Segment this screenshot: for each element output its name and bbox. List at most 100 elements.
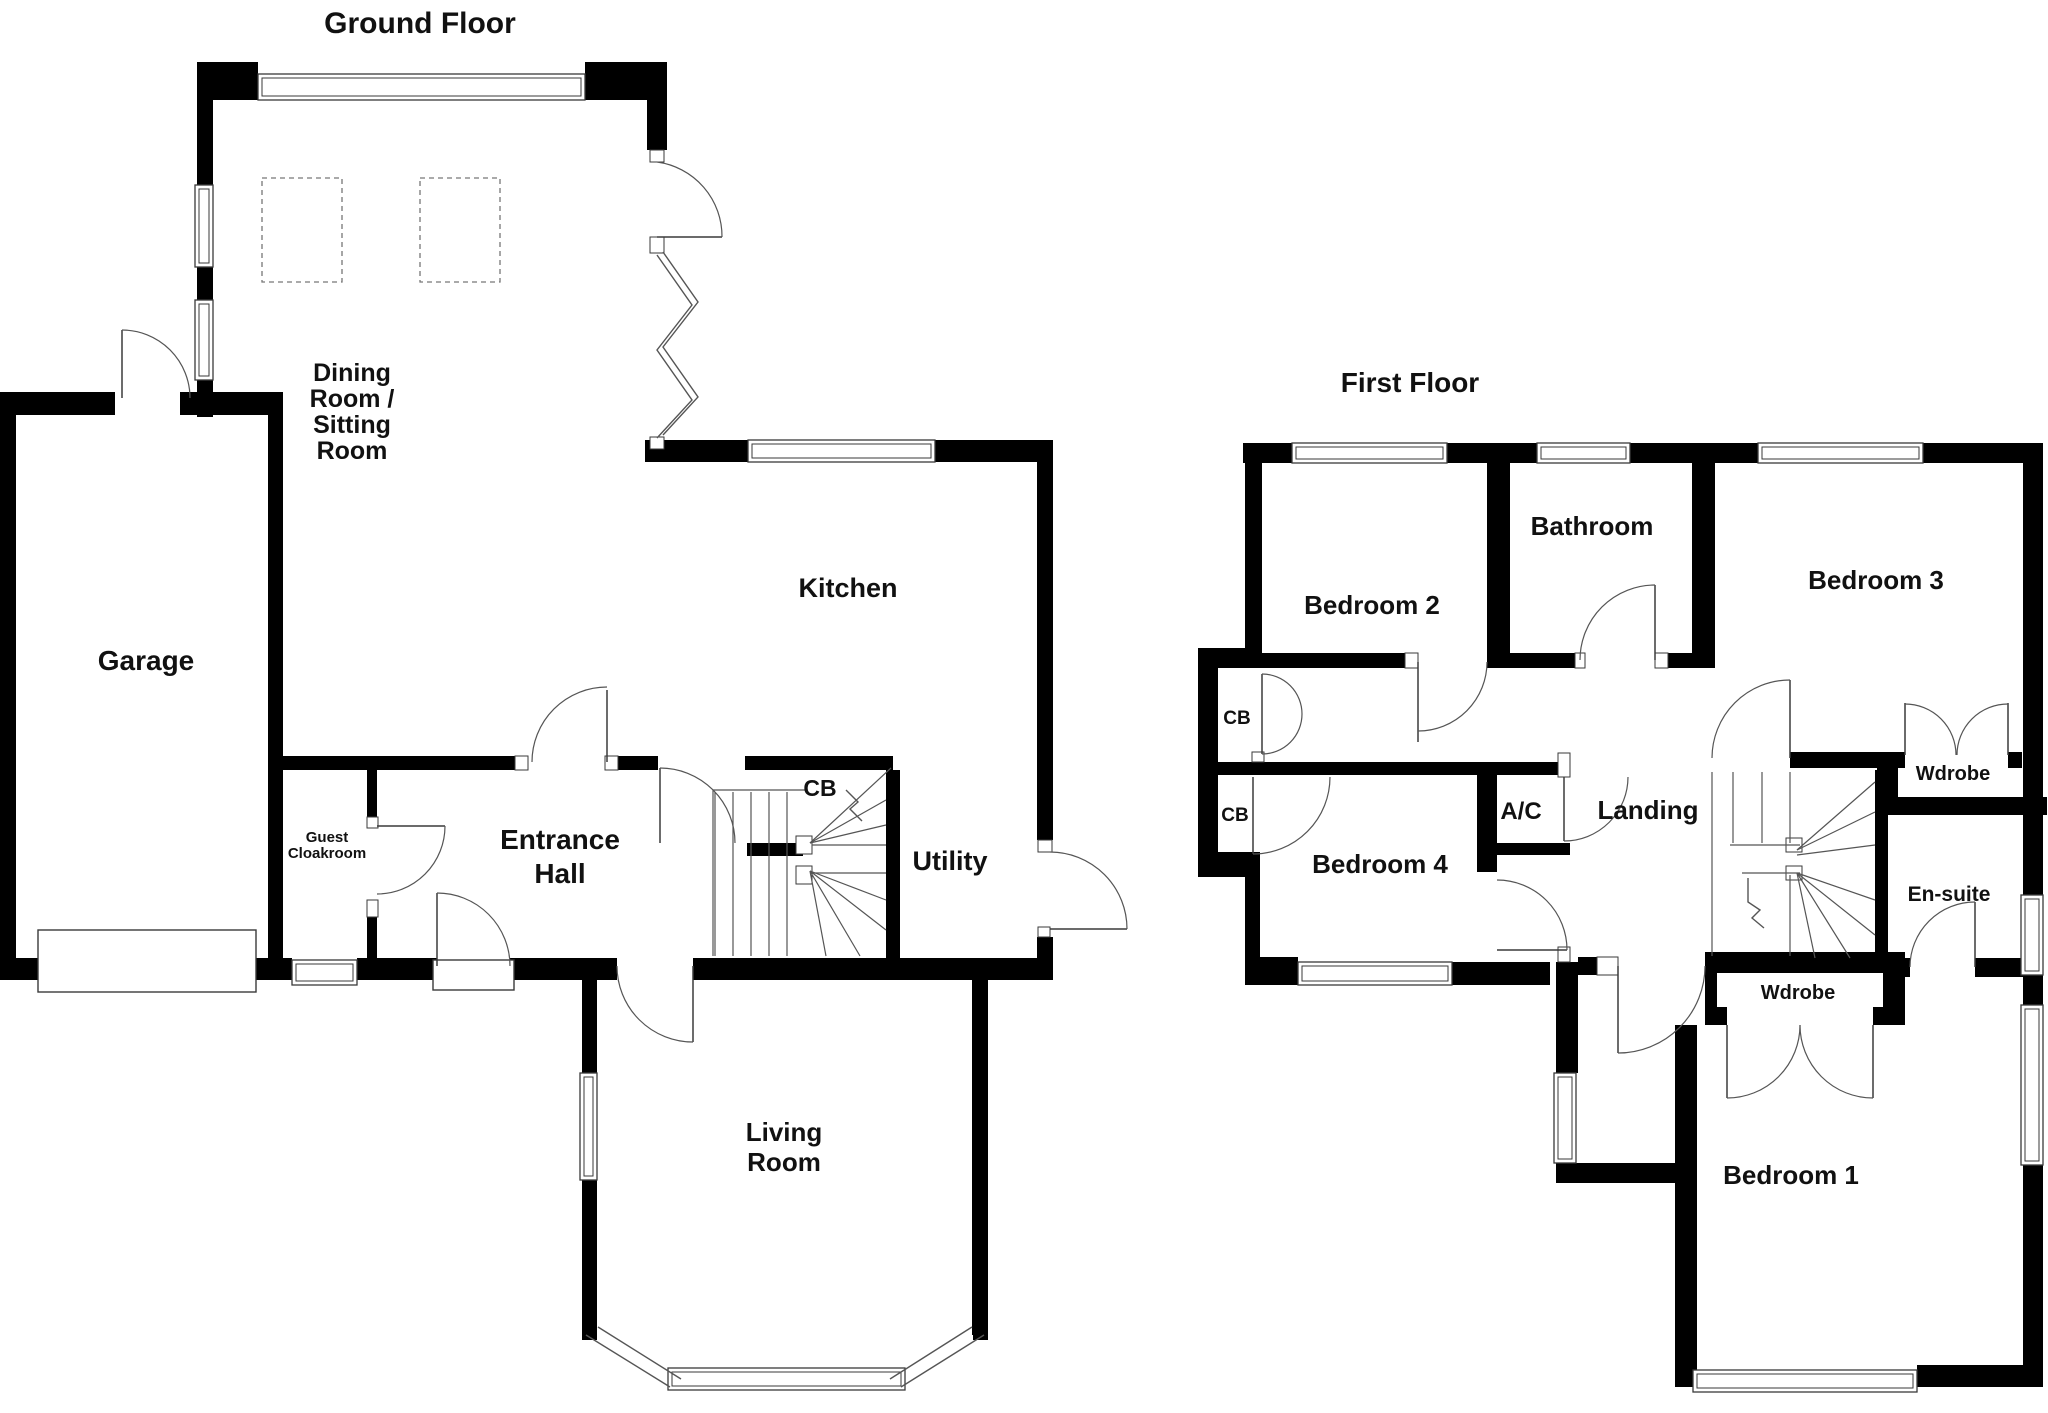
wall-segment [1578, 957, 1597, 975]
door-swing-arc [1049, 851, 1128, 930]
door-hinge-block [514, 755, 529, 771]
ground-floor-title: Ground Floor [324, 7, 516, 40]
wardrobe-1-label: Wdrobe [1916, 763, 1990, 785]
landing-label: Landing [1597, 795, 1698, 825]
stair-tread-line [1796, 811, 1876, 851]
wall-segment [1198, 648, 1262, 668]
window [1692, 1369, 1918, 1393]
bedroom-3-label: Bedroom 3 [1808, 565, 1944, 595]
door-hinge-block [1037, 839, 1053, 853]
door-swing-arc [1726, 1024, 1801, 1099]
window-glazing [2024, 898, 2040, 972]
door-hinge-block [1654, 652, 1669, 669]
wall-segment [1037, 462, 1053, 840]
wall-segment [1873, 1007, 1905, 1025]
door-hinge-block [366, 899, 379, 918]
windows-doors-layer [37, 73, 2044, 1393]
wall-segment [1498, 653, 1575, 668]
window-glazing [1696, 1373, 1914, 1389]
door-swing-arc [1909, 901, 1976, 968]
plan-detail-line [1747, 878, 1765, 929]
stair-tread-line [809, 870, 887, 931]
wall-segment [2023, 1165, 2043, 1387]
wall-segment [1877, 752, 1898, 797]
wall-segment [1452, 962, 1550, 985]
kitchen-label: Kitchen [798, 573, 897, 603]
wall-segment [645, 440, 748, 462]
window-glazing [295, 963, 354, 982]
window-glazing [1301, 965, 1449, 982]
plan-detail-line [597, 1326, 682, 1380]
bathroom-label: Bathroom [1531, 511, 1654, 541]
wall-segment [1888, 958, 1910, 977]
wall-segment [1556, 962, 1578, 1073]
wall-segment [693, 958, 893, 980]
wall-segment [367, 917, 377, 958]
window-glazing [751, 443, 932, 459]
door-hinge-block [604, 755, 619, 771]
wall-segment [972, 958, 988, 1335]
window [747, 439, 936, 463]
stairs-layer [261, 177, 1876, 1388]
door-swing-arc [1417, 661, 1488, 732]
wall-segment [886, 958, 1053, 980]
wall-segment [1875, 770, 1888, 965]
bedroom-4-label: Bedroom 4 [1312, 849, 1448, 879]
wall-segment [1790, 752, 1877, 768]
window-glazing [1540, 446, 1627, 460]
door-swing-arc [656, 161, 723, 238]
door-swing-arc [1496, 879, 1568, 951]
walls-layer [0, 62, 2047, 1387]
door-swing-arc [616, 965, 694, 1043]
wall-segment [1675, 1025, 1697, 1387]
door-hinge-block [649, 436, 665, 450]
wall-segment [1477, 843, 1570, 855]
front-door-sill [432, 959, 515, 991]
wall-segment [197, 267, 213, 300]
door-swing-arc [1252, 776, 1331, 855]
wall-segment [197, 62, 258, 100]
wall-segment [197, 74, 213, 185]
window-glazing [1295, 446, 1444, 460]
door-hinge-block [1037, 926, 1051, 938]
door-hinge-block [1404, 652, 1419, 669]
stair-tread-line [1796, 872, 1851, 959]
plan-detail-line [889, 1326, 973, 1380]
plan-detail-line [900, 1334, 985, 1388]
window-glazing [583, 1076, 594, 1177]
door-swing-arc [1904, 703, 1957, 756]
stair-tread-line [809, 767, 892, 844]
door-swing-arc [1261, 673, 1303, 755]
stair-tread-line [1796, 872, 1876, 936]
wall-segment [582, 1320, 597, 1340]
wall-segment [0, 958, 38, 980]
wall-segment [2023, 975, 2043, 1005]
door-hinge-block [795, 865, 813, 885]
cb-cupboard-2-label: CB [1221, 805, 1248, 826]
door-swing-arc [436, 892, 511, 967]
wall-segment [1262, 653, 1405, 668]
wall-segment [1556, 1163, 1675, 1183]
window-glazing [1557, 1076, 1573, 1160]
utility-label: Utility [912, 846, 987, 876]
wall-segment [1245, 443, 1262, 653]
wall-segment [2023, 463, 2043, 895]
wall-segment [0, 392, 115, 415]
wall-segment [357, 958, 437, 980]
door-swing-arc [121, 329, 191, 399]
en-suite-label: En-suite [1908, 883, 1991, 906]
wall-segment [510, 958, 617, 980]
wall-segment [647, 100, 667, 150]
bedroom-1-label: Bedroom 1 [1723, 1160, 1859, 1190]
first-floor-title: First Floor [1341, 367, 1480, 398]
wall-segment [268, 415, 283, 962]
wall-segment [367, 770, 377, 817]
wall-segment [1692, 463, 1715, 668]
stair-tread-line [809, 870, 827, 957]
door-swing-arc [376, 825, 446, 895]
stair-tread-line [809, 824, 887, 844]
